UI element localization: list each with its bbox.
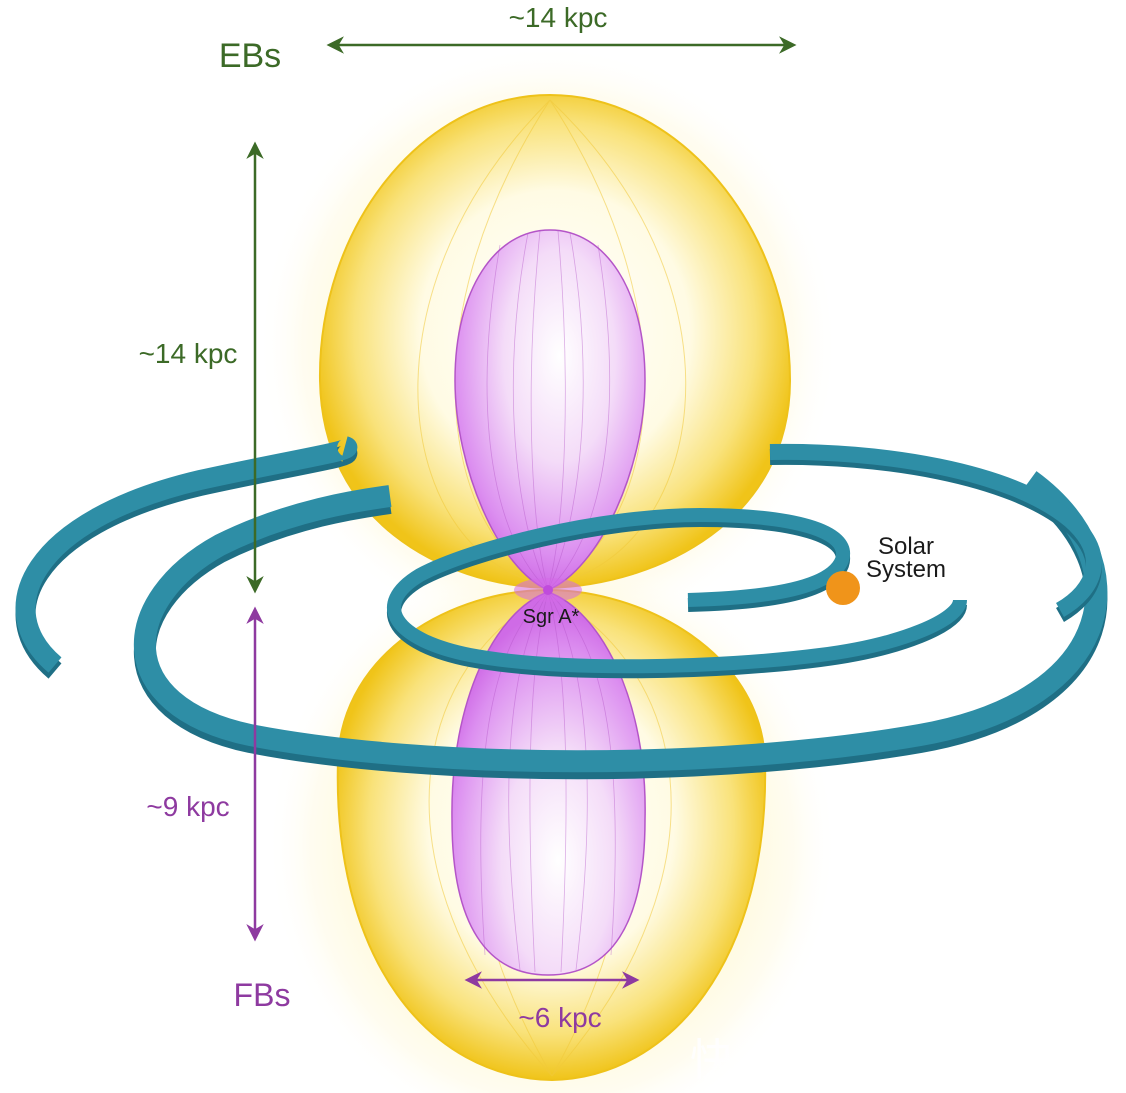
solar-system-label-line2: System [866,556,946,583]
solar-system-dot [826,571,860,605]
fb-height-label: ~9 kpc [146,791,229,822]
eb-width-label: ~14 kpc [509,2,608,33]
fb-width-label: ~6 kpc [518,1002,601,1033]
galactic-spiral [15,436,1108,780]
fermi-bubble-top [454,229,646,591]
watermark-text: 快 [690,1036,734,1085]
solar-system-label-line1: Solar [878,533,934,560]
fermi-bubble-bottom [451,591,646,976]
sgr-a-star-point [543,585,553,595]
eb-height-label: ~14 kpc [139,338,238,369]
eb-label: EBs [219,37,281,75]
fb-label: FBs [234,977,291,1013]
sgr-a-star-label: Sgr A* [523,606,580,628]
